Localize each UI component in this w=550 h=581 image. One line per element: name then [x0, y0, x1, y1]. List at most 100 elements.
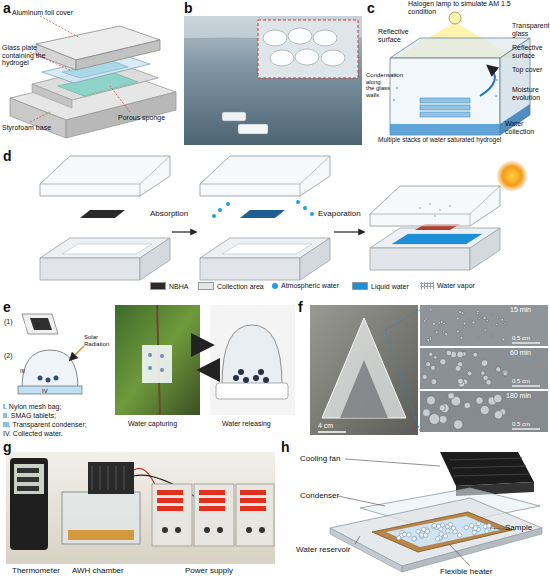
droplet: [497, 317, 499, 319]
droplet: [457, 351, 464, 358]
droplet: [427, 339, 430, 342]
droplet: [456, 317, 459, 320]
bead: [457, 533, 461, 537]
callout-label: Moisture evolution: [512, 86, 550, 101]
droplet: [494, 394, 502, 402]
droplet: [461, 312, 464, 315]
droplet: [460, 323, 462, 325]
droplet: [454, 420, 463, 429]
legend-swatch: [352, 282, 368, 290]
bead: [487, 524, 491, 528]
droplet: [504, 323, 506, 325]
callout-label: Flexible heater: [440, 568, 492, 577]
droplet: [429, 414, 440, 425]
panel-f-art: [310, 305, 548, 435]
callout-label: Condenser: [300, 492, 339, 501]
droplet: [477, 337, 479, 339]
droplet: [423, 320, 426, 323]
droplet: [430, 339, 432, 341]
callout-label: Thermometer: [12, 567, 60, 576]
callout-label: I: [25, 322, 27, 329]
droplet: [483, 316, 486, 319]
bead: [446, 529, 450, 533]
bead: [448, 522, 452, 526]
legend-item: Liquid water: [352, 282, 409, 290]
droplet: [491, 314, 493, 316]
callout-label: III: [20, 368, 25, 375]
callout-label: Styrofoam base: [2, 124, 51, 132]
callout-label: AWH chamber: [72, 567, 124, 576]
callout-label: Solar Radiation: [84, 334, 114, 347]
legend-swatch: [272, 283, 278, 289]
callout-label: 0.5 cm: [512, 335, 530, 342]
droplet: [469, 324, 471, 326]
callout-label: Condensation along the glass walls: [366, 72, 390, 98]
panel-e-art: [18, 305, 295, 415]
legend-text: Atmospheric water: [281, 282, 339, 289]
callout-label: IV. Collected water.: [3, 430, 63, 438]
droplet: [443, 322, 445, 324]
callout-label: 0.5 cm: [512, 378, 530, 385]
legend-text: Liquid water: [371, 283, 409, 290]
droplet: [464, 402, 470, 408]
panel-letter: g: [3, 440, 12, 455]
droplet: [463, 322, 466, 325]
callout-label: Aluminum foil cover: [12, 9, 73, 17]
callout-label: Water collection: [505, 120, 550, 135]
droplet: [476, 397, 483, 404]
bead: [439, 532, 443, 536]
legend-item: Collection area: [198, 282, 264, 290]
callout-label: Evaporation: [318, 210, 361, 219]
panel-letter: a: [3, 1, 11, 16]
callout-label: 180 min: [506, 392, 531, 400]
callout-label: Cooling fan: [300, 455, 340, 464]
legend-item: Water vapor: [420, 282, 475, 289]
callout-label: Glass plate containing the hydrogel: [2, 44, 54, 67]
droplet: [440, 321, 443, 324]
droplet: [483, 375, 488, 380]
droplet: [442, 330, 444, 332]
droplet: [481, 371, 485, 375]
callout-label: (2): [4, 352, 13, 360]
droplet: [455, 366, 461, 372]
panel-letter: f: [298, 300, 303, 315]
droplet: [473, 352, 478, 357]
bead: [453, 530, 457, 534]
bead: [464, 526, 468, 530]
callout-label: 0.5 cm: [512, 421, 530, 428]
droplet: [477, 313, 479, 315]
droplet: [439, 415, 447, 423]
callout-label: Reflective surface: [378, 28, 422, 43]
bead: [416, 529, 420, 533]
panel-b-photo: [184, 16, 362, 145]
callout-label: IV: [42, 388, 48, 395]
droplet: [458, 378, 464, 384]
droplet: [445, 333, 448, 336]
legend-item: NBHA: [150, 282, 188, 290]
callout-label: I. Nylon mesh bag;: [3, 403, 61, 411]
droplet: [440, 359, 446, 365]
droplet: [446, 350, 452, 356]
droplet: [494, 411, 502, 419]
legend-text: Water vapor: [437, 282, 475, 289]
legend-swatch: [150, 282, 166, 290]
bead: [419, 533, 423, 537]
droplet: [502, 370, 508, 376]
panel-letter: e: [3, 300, 11, 315]
bead: [407, 533, 411, 537]
droplet: [427, 396, 436, 405]
droplet: [460, 337, 463, 340]
callout-label: Water capturing: [128, 420, 177, 428]
droplet: [472, 321, 475, 324]
callout-label: Water reservoir: [296, 546, 350, 555]
bead: [432, 523, 436, 527]
droplet: [448, 393, 455, 400]
legend-item: Atmospheric water: [272, 282, 339, 289]
droplet: [480, 406, 489, 415]
droplet: [432, 322, 435, 325]
callout-label: Porous sponge: [118, 114, 165, 122]
callout-label: Top cover: [512, 66, 550, 74]
bead: [402, 532, 406, 536]
callout-label: 60 min: [510, 349, 531, 357]
